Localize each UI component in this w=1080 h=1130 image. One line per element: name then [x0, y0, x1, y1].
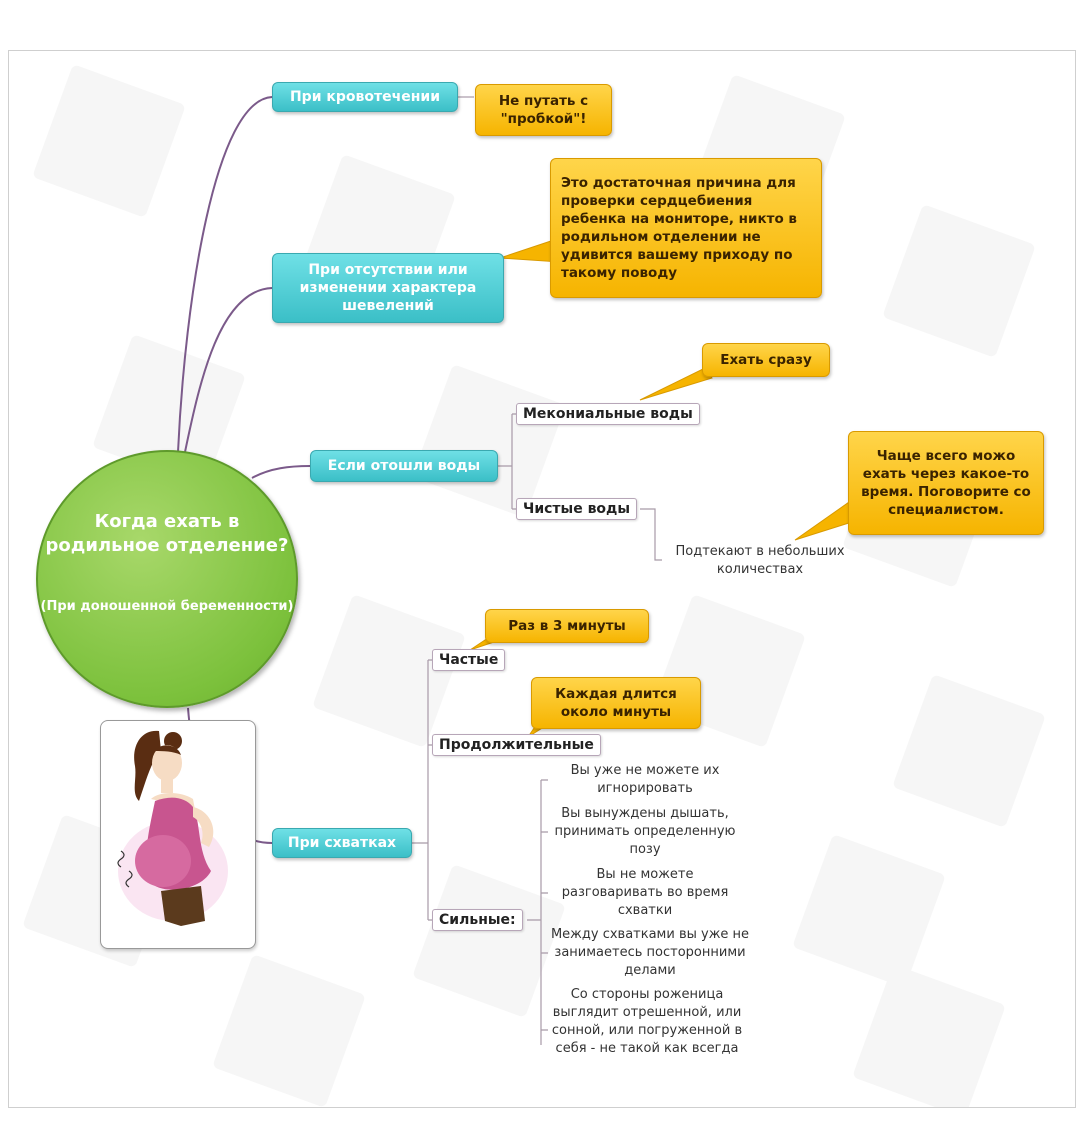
strong-item: Между схватками вы уже не занимаетесь по… — [550, 927, 750, 978]
callout-long: Каждая длится около минуты — [531, 677, 701, 729]
strong-item: Со стороны роженица выглядит отрешенной,… — [551, 987, 743, 1056]
clear-waters-detail: Подтекают в небольших количествах — [675, 544, 845, 577]
branch-contractions: При схватках — [272, 828, 412, 858]
node-long: Продолжительные — [432, 734, 601, 756]
connector-clear-detail — [640, 508, 662, 561]
callout-movement: Это достаточная причина для проверки сер… — [550, 158, 822, 298]
central-topic-title: Когда ехать в родильное отделение? — [45, 511, 289, 556]
callout-bleeding: Не путать с "пробкой"! — [475, 84, 612, 136]
central-topic-subtitle: (При доношенной беременности) — [40, 599, 294, 614]
callout-frequent: Раз в 3 минуты — [485, 609, 649, 643]
node-meconium-waters: Мекониальные воды — [516, 403, 700, 425]
pregnant-woman-icon — [117, 730, 228, 926]
connector-contractions-branches — [412, 659, 432, 921]
callout-pointer-clear — [794, 499, 853, 541]
node-frequent: Частые — [432, 649, 506, 671]
node-clear-waters: Чистые воды — [516, 498, 638, 520]
pregnant-woman-illustration — [100, 720, 256, 949]
connector-waters-branches — [497, 413, 516, 510]
central-topic: Когда ехать в родильное отделение? (При … — [36, 450, 298, 708]
branch-movement: При отсутствии или изменении характера ш… — [272, 253, 504, 323]
callout-clear-waters: Чаще всего можо ехать через какое-то вре… — [848, 431, 1044, 535]
branch-waters: Если отошли воды — [310, 450, 498, 482]
connector-movement — [184, 287, 273, 453]
callout-meconium: Ехать сразу — [702, 343, 830, 377]
connector-waters — [251, 465, 311, 479]
strong-item: Вы не можете разговаривать во время схва… — [561, 867, 729, 918]
strong-item: Вы вынуждены дышать, принимать определен… — [554, 806, 736, 857]
strong-item: Вы уже не можете их игнорировать — [570, 763, 720, 796]
node-strong: Сильные: — [432, 909, 523, 931]
branch-bleeding: При кровотечении — [272, 82, 458, 112]
connector-strong-items — [527, 779, 548, 1045]
connector-bleeding — [177, 96, 273, 453]
callout-pointer-meconium — [639, 367, 713, 401]
